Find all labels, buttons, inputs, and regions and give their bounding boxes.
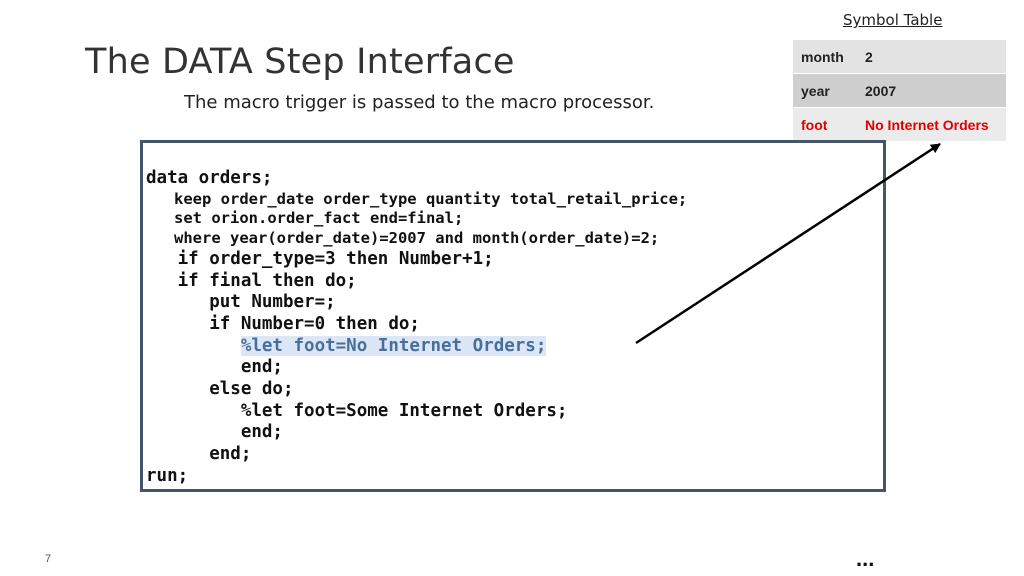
symbol-value: No Internet Orders xyxy=(857,107,1006,142)
code-line: %let foot=No Internet Orders; xyxy=(146,335,687,358)
symbol-value: 2 xyxy=(857,40,1006,74)
symbol-name: foot xyxy=(793,107,857,142)
slide-title: The DATA Step Interface xyxy=(85,42,515,82)
code-line: if final then do; xyxy=(146,270,357,291)
code-line: end; xyxy=(146,444,252,465)
code-line: else do; xyxy=(146,379,294,400)
code-line: if Number=0 then do; xyxy=(146,313,420,334)
code-line: put Number=; xyxy=(146,292,336,313)
symbol-value: 2007 xyxy=(857,73,1006,108)
slide-subtitle: The macro trigger is passed to the macro… xyxy=(184,92,655,113)
continuation-ellipsis: ... xyxy=(856,546,875,571)
code-line: end; xyxy=(146,357,283,378)
code-line: where year(order_date)=2007 and month(or… xyxy=(146,229,660,248)
code-line: keep order_date order_type quantity tota… xyxy=(146,189,688,208)
code-line: if order_type=3 then Number+1; xyxy=(146,248,494,269)
symbol-table-row-year: year 2007 xyxy=(793,73,1006,108)
code-line: end; xyxy=(146,422,283,443)
code-line: %let foot=Some Internet Orders; xyxy=(146,400,568,421)
page-number: 7 xyxy=(45,553,52,565)
symbol-name: month xyxy=(793,40,857,74)
symbol-table-row-foot: foot No Internet Orders xyxy=(793,107,1006,142)
symbol-name: year xyxy=(793,73,857,108)
highlighted-macro-trigger: %let foot=No Internet Orders; xyxy=(240,335,547,356)
code-line: run; xyxy=(146,465,189,486)
symbol-table-row-month: month 2 xyxy=(793,40,1006,74)
symbol-table: month 2 year 2007 foot No Internet Order… xyxy=(793,40,1006,142)
code-line: set orion.order_fact end=final; xyxy=(146,209,464,228)
code-indent xyxy=(146,336,241,356)
code-line: data orders; xyxy=(146,168,273,188)
symbol-table-label: Symbol Table xyxy=(843,11,943,29)
code-listing: data orders; keep order_date order_type … xyxy=(146,168,687,488)
